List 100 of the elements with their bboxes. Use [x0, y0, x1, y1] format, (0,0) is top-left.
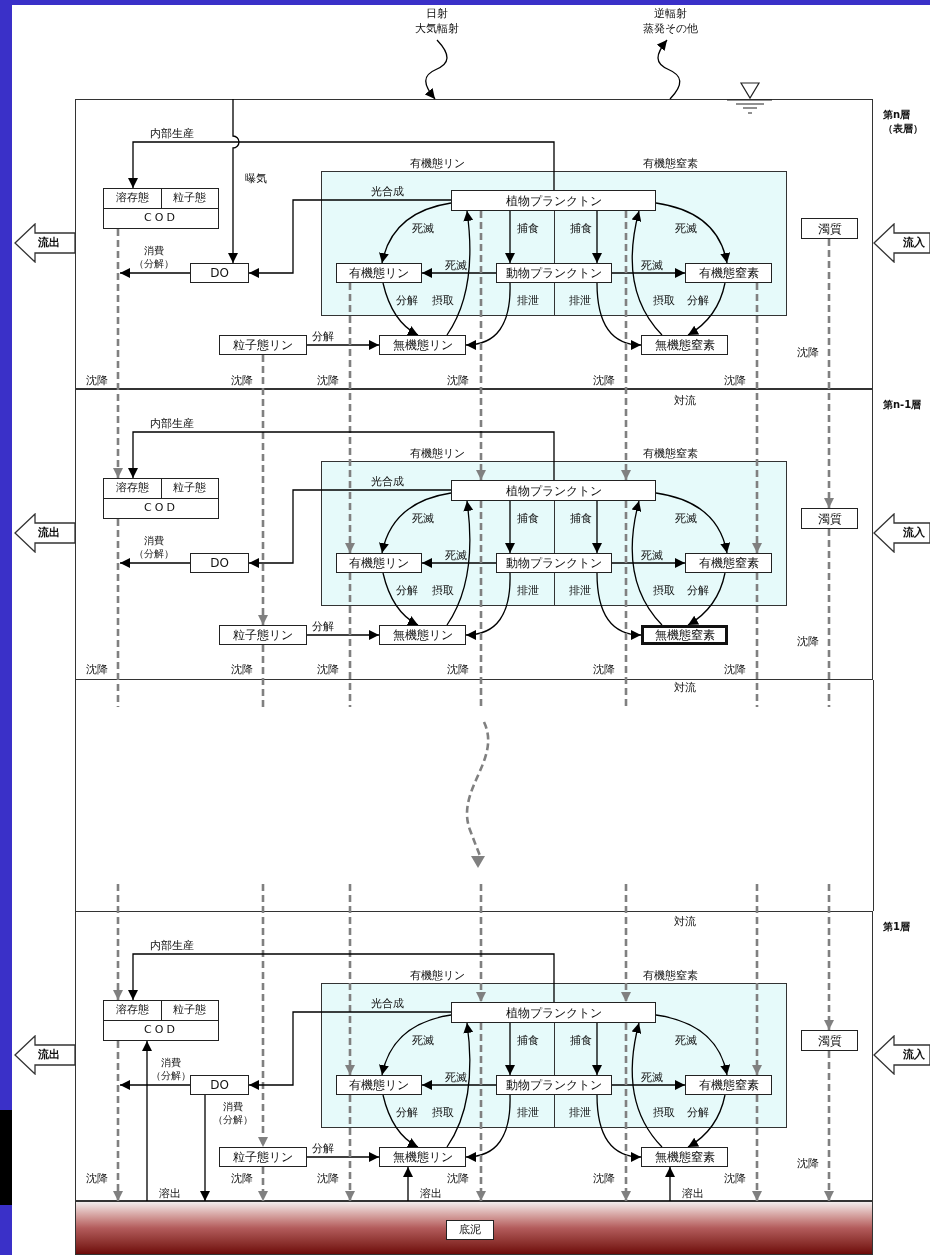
process-box: 有機態窒素 — [685, 263, 772, 283]
text-label: 蒸発その他 — [642, 21, 698, 36]
shaded-panel — [321, 461, 787, 606]
text-label: 沈降 — [317, 662, 339, 676]
edge-label: 死滅 — [641, 548, 663, 562]
arrow — [592, 210, 602, 264]
layer-label: 第n-1層 — [883, 398, 923, 412]
table-cell-text: COD — [143, 500, 179, 517]
process-box: 無機態リン — [379, 1147, 466, 1167]
table-cell: 溶存態 — [104, 1001, 162, 1020]
edge-label: 捕食 — [570, 1033, 592, 1047]
arrow — [142, 1040, 152, 1202]
arrow — [655, 1014, 730, 1076]
edge-label: 死滅 — [445, 1070, 467, 1084]
edge-label: 摂取 — [432, 1105, 454, 1119]
edge-label: 光合成 — [370, 474, 404, 488]
edge-label: 死滅 — [412, 511, 434, 525]
table-cell-text: 粒子態 — [172, 480, 208, 497]
text-label: 沈降 — [797, 634, 819, 648]
arrow — [656, 39, 681, 100]
arrow — [687, 572, 726, 626]
arrow — [403, 1166, 413, 1202]
text-label: 沈降 — [724, 1171, 746, 1185]
edge-label: 内部生産 — [150, 126, 194, 140]
arrow — [128, 953, 555, 1003]
process-box: 粒子態リン — [219, 1147, 307, 1167]
arrow — [119, 1080, 191, 1090]
text-label: 有機態窒素 — [642, 968, 698, 982]
dashed-arrow — [258, 884, 268, 1147]
text-label: 沈降 — [317, 1171, 339, 1185]
arrow — [596, 1094, 642, 1162]
text-label: 沈降 — [447, 1171, 469, 1185]
arrow — [379, 1014, 452, 1076]
arrow — [687, 282, 726, 336]
flow-label: 流入 — [903, 526, 925, 540]
edge-label: 死滅 — [675, 1033, 697, 1047]
arrow — [465, 572, 511, 640]
edge-label: 分解 — [312, 1141, 334, 1155]
arrow — [306, 1152, 380, 1162]
text-label: 沈降 — [231, 662, 253, 676]
process-box: 粒子態リン — [219, 335, 307, 355]
arrow — [200, 1094, 210, 1202]
arrow — [446, 500, 474, 626]
dashed-arrow — [621, 884, 631, 1002]
process-box: 有機態リン — [336, 263, 422, 283]
text-label: 沈降 — [593, 373, 615, 387]
arrow — [382, 1094, 419, 1148]
table-cell: 溶存態 — [104, 479, 162, 498]
shaded-panel — [321, 983, 787, 1128]
text-label: 有機態リン — [409, 156, 465, 170]
text-label: 有機態窒素 — [642, 156, 698, 170]
edge-label: 分解 — [312, 329, 334, 343]
process-box: 有機態窒素 — [685, 1075, 772, 1095]
dashed-arrow — [345, 1095, 355, 1201]
edge-label: 分解 — [687, 1105, 709, 1119]
edge-label: 排泄 — [569, 1105, 591, 1119]
edge-label: 溶出 — [420, 1186, 442, 1200]
process-box: DO — [190, 553, 249, 573]
arrow — [611, 558, 686, 568]
dashed-arrow — [345, 283, 355, 553]
arrow — [505, 1022, 515, 1076]
arrow — [379, 202, 452, 264]
arrow — [655, 492, 730, 554]
process-box: 無機態リン — [379, 625, 466, 645]
arrow — [382, 282, 419, 336]
table-cell-text: COD — [143, 1022, 179, 1039]
edge-label: 消費（分解） — [212, 1100, 254, 1126]
arrow — [306, 630, 380, 640]
text-label: 沈降 — [797, 1156, 819, 1170]
arrow — [465, 282, 511, 350]
flow-label: 流出 — [38, 526, 60, 540]
sediment-band — [75, 1201, 873, 1255]
edge-label: 分解 — [396, 293, 418, 307]
arrow — [446, 1022, 474, 1148]
process-box: 動物プランクトン — [496, 263, 612, 283]
process-box: 植物プランクトン — [451, 1002, 656, 1023]
dashed-arrow — [752, 283, 762, 553]
cod-table — [103, 478, 219, 519]
edge-label: 消費（分解） — [150, 1056, 192, 1082]
table-cell: 溶存態 — [104, 189, 162, 208]
edge-label: 死滅 — [641, 258, 663, 272]
edge-label: 分解 — [396, 1105, 418, 1119]
text-label: 沈降 — [447, 373, 469, 387]
arrow — [128, 141, 555, 191]
arrow — [421, 558, 497, 568]
text-label: 大気輻射 — [415, 21, 459, 36]
text-label: 沈降 — [86, 1171, 108, 1185]
arrow — [421, 268, 497, 278]
flow-label: 流入 — [903, 236, 925, 250]
arrow — [631, 500, 663, 626]
arrow — [665, 1166, 675, 1202]
edge-label: 捕食 — [517, 1033, 539, 1047]
edge-label: 摂取 — [653, 1105, 675, 1119]
text-label: 日射 — [426, 6, 448, 21]
process-box: 無機態リン — [379, 335, 466, 355]
arrow — [592, 500, 602, 554]
edge-label: 分解 — [312, 619, 334, 633]
arrow — [596, 282, 642, 350]
edge-label: 排泄 — [569, 583, 591, 597]
arrow — [611, 268, 686, 278]
